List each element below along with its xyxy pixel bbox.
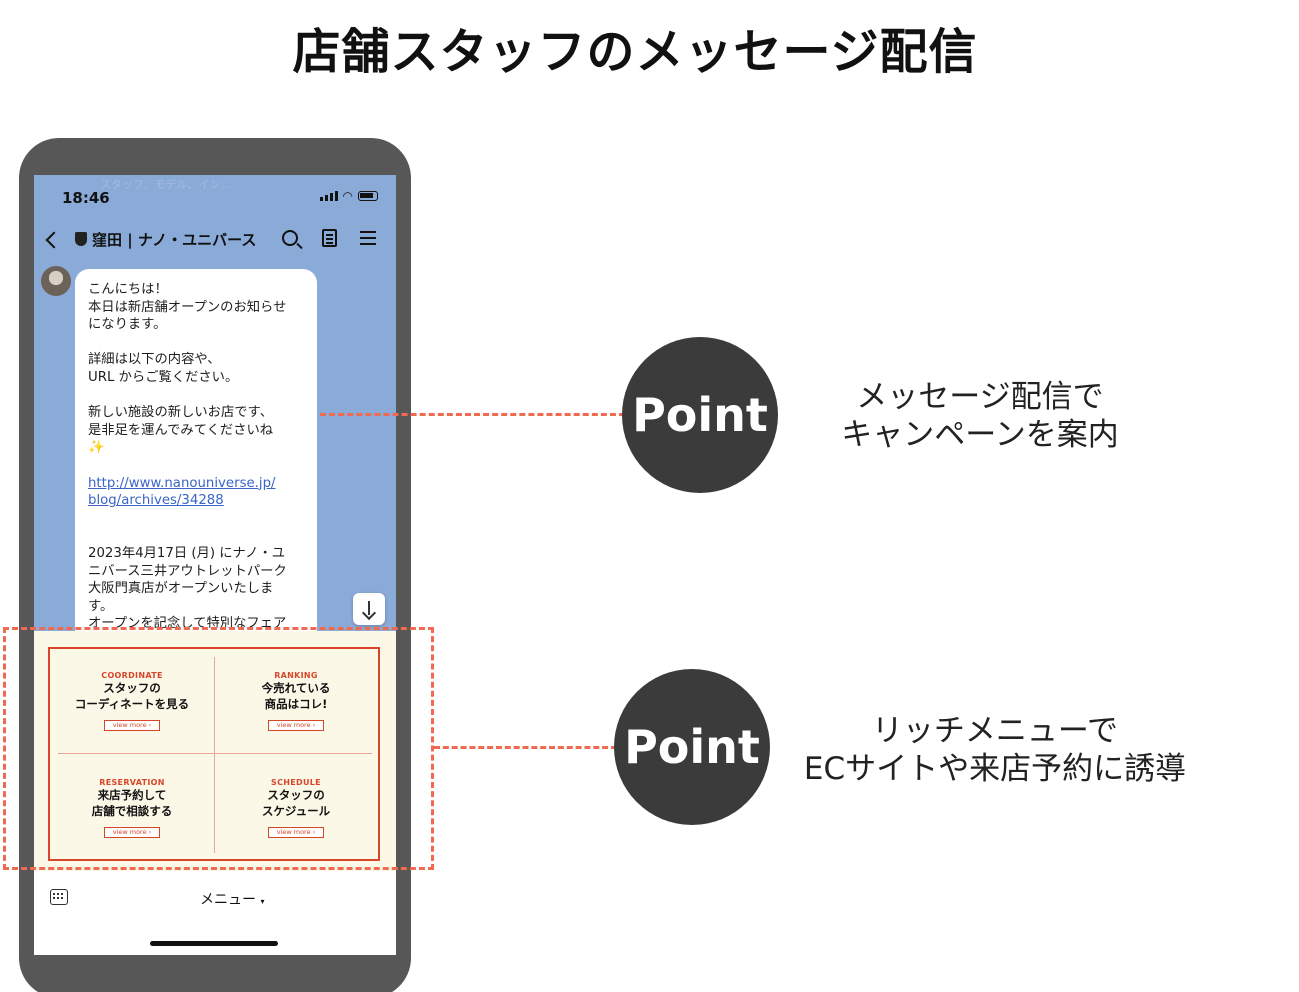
message-line: 2023年4月17日 (月) にナノ・ユ — [88, 545, 286, 561]
chat-name[interactable]: 窪田 | ナノ・ユニバース — [92, 231, 257, 249]
sparkle-emoji: ✨ — [88, 440, 105, 456]
menu-toggle[interactable]: メニュー ▾ — [200, 889, 264, 909]
home-indicator — [150, 941, 278, 946]
status-time: 18:46 — [62, 189, 110, 207]
rich-menu-title: コーディネートを見る — [74, 697, 190, 711]
hamburger-menu-icon[interactable] — [360, 231, 376, 233]
rich-menu-title: 今売れている — [261, 681, 331, 695]
rich-menu-item-reservation[interactable]: RESERVATION 来店予約して 店舗で相談する view more › — [50, 778, 214, 882]
annotation-text: メッセージ配信で キャンペーンを案内 — [830, 378, 1130, 454]
status-bar: スタッフ、モデル、イン… 18:46 ◠ — [34, 175, 396, 221]
message-line: 新しい施設の新しいお店です、 — [88, 405, 274, 421]
annotation-text: リッチメニューで ECサイトや来店予約に誘導 — [790, 712, 1200, 788]
message-line: 是非足を運んでみてくださいね — [88, 422, 274, 438]
shield-icon — [75, 232, 87, 246]
search-icon[interactable] — [282, 230, 298, 246]
caret-down-icon: ▾ — [260, 897, 265, 906]
rich-menu: COORDINATE スタッフの コーディネートを見る view more › … — [34, 631, 396, 871]
message-line: 大阪門真店がオープンいたしま — [88, 581, 274, 597]
annotation-line: キャンペーンを案内 — [841, 417, 1119, 453]
view-more-button[interactable]: view more › — [103, 827, 161, 838]
highlight-box — [3, 627, 434, 870]
annotation-line: メッセージ配信で — [856, 379, 1104, 415]
rich-menu-frame: COORDINATE スタッフの コーディネートを見る view more › … — [48, 647, 380, 861]
message-link[interactable]: blog/archives/34288 — [88, 493, 224, 509]
back-icon[interactable] — [45, 231, 63, 249]
background-preview-text: スタッフ、モデル、イン… — [100, 178, 232, 191]
point-badge: Point — [622, 337, 778, 493]
point-badge: Point — [614, 669, 770, 825]
message-line — [88, 334, 304, 352]
divider — [214, 657, 215, 853]
message-line — [88, 387, 304, 405]
keyboard-icon[interactable] — [50, 889, 68, 905]
rich-menu-item-schedule[interactable]: SCHEDULE スタッフの スケジュール view more › — [214, 778, 378, 882]
view-more-button[interactable]: view more › — [267, 720, 325, 731]
divider — [58, 753, 372, 754]
status-icons: ◠ — [319, 189, 378, 203]
phone-screen: スタッフ、モデル、イン… 18:46 ◠ 窪田 | ナノ・ユニバース こんにちは… — [34, 175, 396, 955]
rich-menu-category: RESERVATION — [99, 778, 165, 787]
message-line — [88, 527, 304, 545]
rich-menu-title: スタッフの — [267, 788, 325, 802]
view-more-button[interactable]: view more › — [267, 827, 325, 838]
rich-menu-title: スタッフの — [103, 681, 161, 695]
connector-line — [434, 746, 617, 749]
menu-label: メニュー — [200, 892, 256, 908]
rich-menu-title: 来店予約して — [97, 788, 167, 802]
message-line: す。 — [88, 598, 114, 614]
message-line: こんにちは！ — [88, 282, 168, 297]
avatar[interactable] — [41, 266, 71, 296]
message-line: 詳細は以下の内容や、 — [88, 352, 221, 368]
annotation-line: ECサイトや来店予約に誘導 — [803, 751, 1187, 787]
rich-menu-title: 店舗で相談する — [91, 804, 173, 818]
scroll-down-button[interactable] — [353, 593, 385, 625]
message-line: URL からご覧ください。 — [88, 369, 239, 385]
rich-menu-item-coordinate[interactable]: COORDINATE スタッフの コーディネートを見る view more › — [50, 671, 214, 775]
page-title: 店舗スタッフのメッセージ配信 — [292, 24, 978, 80]
message-line: になります。 — [88, 317, 167, 333]
wifi-icon: ◠ — [342, 189, 353, 203]
rich-menu-title: スケジュール — [261, 804, 331, 818]
signal-icon — [319, 191, 338, 201]
connector-line — [320, 413, 625, 416]
bottom-bar: メニュー ▾ — [34, 871, 396, 955]
message-line — [88, 510, 304, 528]
message-line — [88, 457, 304, 475]
message-line: ニバース三井アウトレットパーク — [88, 563, 287, 579]
battery-icon — [358, 191, 378, 201]
message-link[interactable]: http://www.nanouniverse.jp/ — [88, 475, 276, 491]
note-icon[interactable] — [322, 229, 337, 247]
rich-menu-category: COORDINATE — [101, 671, 163, 680]
rich-menu-item-ranking[interactable]: RANKING 今売れている 商品はコレ! view more › — [214, 671, 378, 775]
message-bubble: こんにちは！ 本日は新店舗オープンのお知らせ になります。 詳細は以下の内容や、… — [75, 269, 317, 649]
annotation-line: リッチメニューで — [871, 713, 1119, 749]
rich-menu-category: SCHEDULE — [271, 778, 321, 787]
rich-menu-title: 商品はコレ! — [264, 697, 328, 711]
rich-menu-category: RANKING — [274, 671, 318, 680]
chat-header: 窪田 | ナノ・ユニバース — [34, 221, 396, 265]
message-line: 本日は新店舗オープンのお知らせ — [88, 299, 287, 315]
view-more-button[interactable]: view more › — [103, 720, 161, 731]
